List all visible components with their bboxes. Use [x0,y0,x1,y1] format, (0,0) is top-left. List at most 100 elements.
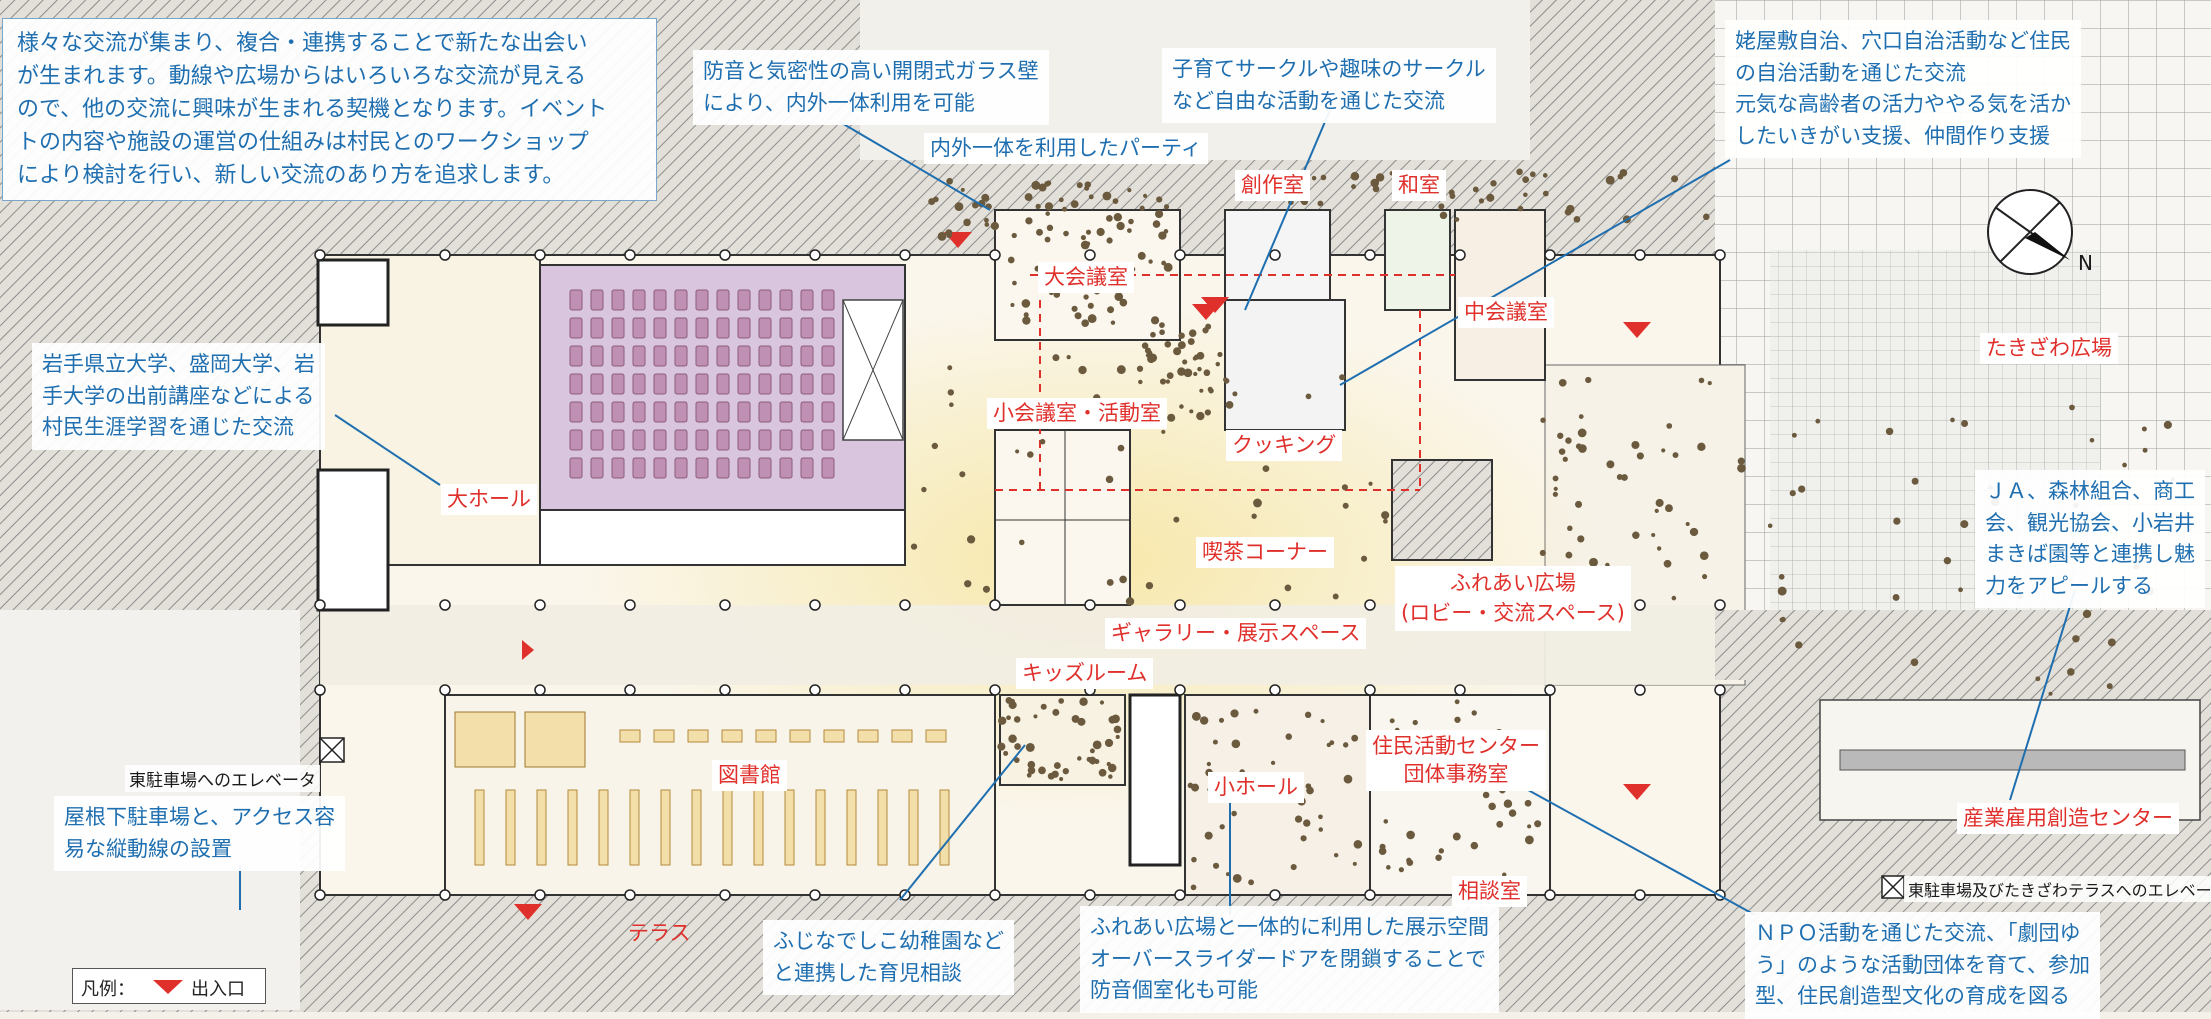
furniture-dot [1113,212,1123,222]
furniture-dot [1665,504,1673,513]
column [439,599,451,611]
furniture-dot [1663,559,1672,568]
callout-line: など自由な活動を通じた交流 [1172,88,1445,113]
callout-line: 会、観光協会、小岩井 [1985,510,2195,535]
furniture-dot [1435,854,1442,861]
furniture-dot [1161,429,1166,434]
furniture-dot [1527,824,1532,829]
furniture-dot [1961,420,1969,428]
furniture-dot [990,221,1000,231]
hall-seating [569,289,835,479]
column [1544,684,1556,696]
column [1714,599,1726,611]
label-center-line: 団体事務室 [1403,762,1509,787]
seat-block [590,429,604,451]
furniture-dot [1015,449,1020,454]
furniture-dot [1383,518,1388,524]
furniture-dot [1262,465,1270,473]
label-cafe: 喫茶コーナー [1196,537,1334,569]
furniture-dot [1225,872,1230,877]
furniture-dot [910,543,918,550]
furniture-dot [1173,347,1182,356]
seat-block [611,289,625,311]
furniture-dot [1333,852,1339,858]
furniture-dot [1212,862,1220,869]
furniture-dot [1013,716,1021,723]
seat-block [590,345,604,367]
furniture-dot [1285,733,1292,740]
seat-block [779,373,793,395]
furniture-dot [1117,444,1125,452]
callout-line: ＪＡ、森林組合、商工 [1985,479,2195,503]
furniture-dot [1083,294,1089,300]
furniture-dot [1003,750,1009,756]
entrance-arrow [1201,297,1229,313]
column [1269,889,1281,901]
furniture-dot [1189,409,1194,414]
label-takizawa-plaza: たきざわ広場 [1980,333,2118,365]
furniture-dot [1231,739,1241,749]
furniture-dot [1305,393,1312,400]
column [1174,249,1186,261]
furniture-dot [1102,191,1112,201]
industry-booths [1839,749,2186,771]
furniture-dot [1166,372,1174,380]
callout-line: 型、住民創造型文化の育成を図る [1755,984,2070,1008]
seat-block [758,457,772,479]
furniture-dot [1148,259,1153,264]
furniture-dot [1092,740,1102,750]
furniture-dot [1343,774,1353,784]
label-gallery: ギャラリー・展示スペース [1105,618,1367,650]
furniture-dot [1191,711,1201,721]
column [1544,889,1556,901]
seat-block [590,401,604,423]
furniture-dot [2106,683,2113,690]
furniture-dot [928,198,936,206]
seat-block [716,457,730,479]
furniture-dot [1605,175,1615,185]
callout-line: 岩手県立大学、盛岡大学、岩 [42,352,315,376]
seat-block [632,317,646,339]
furniture-dot [1671,175,1679,183]
furniture-dot [1577,535,1585,543]
column [534,249,546,261]
callout-line: 村民生涯学習を通じた交流 [42,415,294,439]
label-creative-room: 創作室 [1235,170,1310,202]
furniture-dot [1632,531,1640,540]
furniture-dot [1090,759,1096,765]
furniture-dot [1197,366,1202,372]
column [624,684,636,696]
furniture-dot [921,486,927,493]
hall-block-2 [316,468,390,612]
seat-block [779,345,793,367]
furniture-dot [1182,359,1188,365]
furniture-dot [998,716,1007,725]
callout-npo: ＮＰＯ活動を通じた交流、「劇団ゆ う」のような活動団体を育て、参加 型、住民創造… [1745,912,2100,1019]
furniture-dot [1438,203,1445,210]
furniture-dot [1654,508,1659,514]
furniture-dot [1087,302,1094,309]
furniture-dot [947,365,953,371]
furniture-dot [1062,768,1069,775]
bookshelf [784,789,795,866]
furniture-dot [1077,756,1082,761]
furniture-dot [2082,609,2092,619]
seat-block [800,317,814,339]
seat-block [590,457,604,479]
seat-block [569,289,583,311]
furniture-dot [946,177,953,185]
furniture-dot [1052,354,1060,362]
hatched-core [1391,459,1493,561]
column [989,684,1001,696]
column [719,249,731,261]
label-cooking: クッキング [1226,430,1343,462]
furniture-dot [1502,872,1507,877]
creative-room [1224,209,1331,301]
furniture-dot [1318,827,1324,832]
furniture-dot [1578,444,1587,453]
seat-block [653,429,667,451]
furniture-dot [1553,486,1558,491]
furniture-dot [1085,229,1092,235]
furniture-dot [1300,835,1307,842]
furniture-dot [1471,710,1477,716]
